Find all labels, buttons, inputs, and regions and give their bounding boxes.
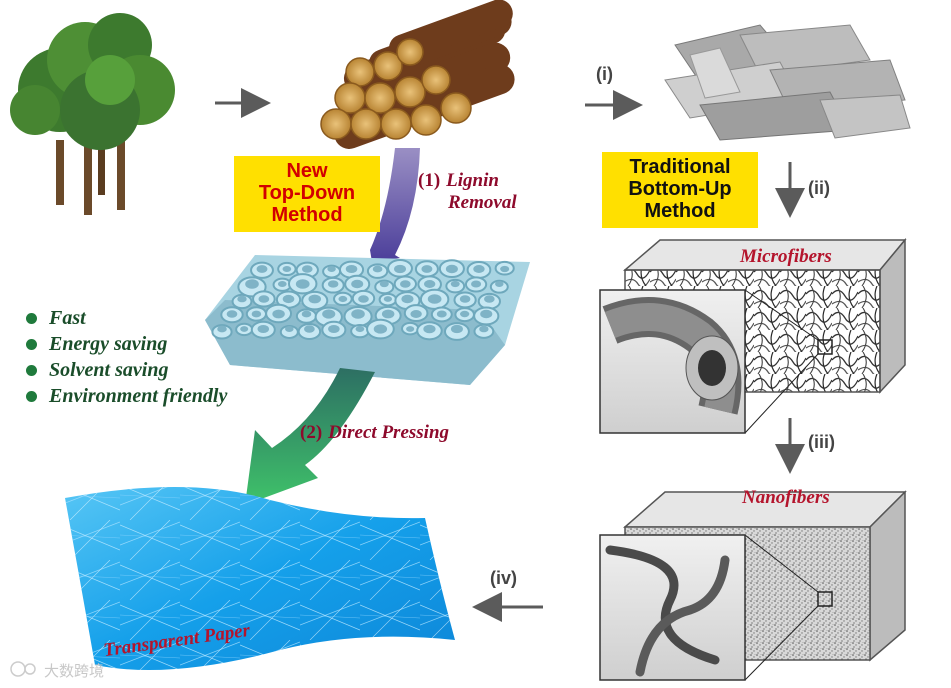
channel-lumen — [346, 265, 358, 273]
channel-lumen — [285, 326, 294, 332]
channel-lumen — [227, 310, 238, 317]
channel-lumen — [328, 325, 340, 333]
channel-lumen — [302, 265, 313, 272]
channel-lumen — [473, 265, 484, 273]
step-lignin-removal: (1) Lignin — [418, 170, 499, 192]
channel-lumen — [500, 266, 509, 272]
channel-lumen — [308, 295, 321, 304]
step-i-label: (i) — [596, 64, 613, 85]
watermark-text: 大数跨境 — [44, 660, 104, 681]
benefit-text: Environment friendly — [49, 383, 227, 409]
channel-lumen — [479, 326, 488, 333]
channel-lumen — [406, 326, 414, 332]
bullet-dot-icon — [26, 365, 37, 376]
channel-lumen — [296, 279, 310, 289]
channel-lumen — [424, 280, 435, 288]
nanofibers-title: Nanofibers — [742, 487, 830, 509]
benefit-text: Energy saving — [49, 331, 167, 357]
step-iv-label: (iv) — [490, 568, 517, 589]
step-1-line-1: Lignin — [446, 170, 499, 191]
channel-lumen — [240, 326, 248, 332]
channel-lumen — [428, 294, 442, 304]
step-1-number: (1) — [418, 170, 440, 191]
channel-lumen — [373, 266, 383, 273]
benefits-list: Fast Energy saving Solvent saving Enviro… — [26, 305, 227, 409]
step-iii-label: (iii) — [808, 432, 835, 453]
channel-lumen — [460, 295, 471, 302]
channel-lumen — [401, 295, 413, 303]
channel-lumen — [380, 281, 389, 287]
channel-lumen — [327, 266, 335, 272]
channel-lumen — [245, 279, 259, 289]
step-ii-label: (ii) — [808, 178, 830, 199]
top-down-line-1: New — [234, 160, 380, 182]
step-2-text: Direct Pressing — [328, 422, 449, 443]
channel-lumen — [400, 280, 411, 287]
channel-lumen — [382, 310, 394, 319]
channel-lumen — [484, 295, 495, 302]
channel-lumen — [302, 311, 312, 318]
channel-lumen — [272, 310, 284, 319]
top-down-line-2: Top-Down — [234, 182, 380, 204]
channel-lumen — [410, 310, 421, 318]
wood-channel-block-icon — [205, 255, 530, 385]
channel-lumen — [258, 325, 270, 333]
channel-lumen — [283, 295, 295, 303]
wood-chips-icon — [665, 25, 910, 140]
channel-lumen — [471, 280, 481, 287]
channel-lumen — [356, 326, 365, 332]
channel-lumen — [384, 296, 392, 302]
benefit-text: Solvent saving — [49, 357, 168, 383]
channel-lumen — [278, 281, 287, 287]
step-direct-pressing: (2) Direct Pressing — [300, 422, 449, 444]
log-stack-icon — [321, 0, 519, 153]
watermark-logo-icon — [11, 662, 35, 676]
bottom-up-line-2: Bottom-Up — [602, 178, 758, 200]
top-down-label: New Top-Down Method — [234, 156, 380, 232]
bullet-dot-icon — [26, 313, 37, 324]
channel-lumen — [322, 309, 335, 318]
benefit-item: Solvent saving — [26, 357, 227, 383]
channel-lumen — [480, 310, 492, 318]
channel-lumen — [446, 265, 458, 273]
channel-lumen — [328, 280, 339, 287]
channel-lumen — [495, 281, 503, 287]
channel-lumen — [252, 311, 262, 318]
benefit-text: Fast — [49, 305, 86, 331]
channel-lumen — [423, 325, 435, 334]
channel-lumen — [351, 280, 363, 288]
bottom-up-line-3: Method — [602, 200, 758, 222]
tree-icon — [10, 13, 175, 215]
benefit-item: Environment friendly — [26, 383, 227, 409]
channel-lumen — [257, 265, 268, 273]
nanofiber-inset — [600, 535, 745, 680]
channel-lumen — [374, 324, 387, 333]
channel-lumen — [451, 325, 463, 333]
bottom-up-label: Traditional Bottom-Up Method — [602, 152, 758, 228]
channel-lumen — [460, 311, 469, 318]
benefit-item: Energy saving — [26, 331, 227, 357]
channel-lumen — [394, 265, 406, 273]
channel-lumen — [421, 265, 432, 273]
channel-lumen — [437, 311, 447, 318]
bottom-up-line-1: Traditional — [602, 156, 758, 178]
step-lignin-removal-2: Removal — [448, 192, 517, 214]
microfiber-inset — [600, 290, 745, 433]
top-down-line-3: Method — [234, 204, 380, 226]
channel-lumen — [451, 281, 460, 287]
bullet-dot-icon — [26, 339, 37, 350]
channel-lumen — [304, 325, 315, 333]
microfibers-title: Microfibers — [740, 246, 832, 268]
channel-lumen — [283, 266, 292, 272]
benefit-item: Fast — [26, 305, 227, 331]
step-1-line-2: Removal — [448, 192, 517, 213]
bullet-dot-icon — [26, 391, 37, 402]
channel-lumen — [338, 296, 347, 302]
step-2-number: (2) — [300, 422, 322, 443]
channel-lumen — [358, 295, 369, 302]
channel-lumen — [258, 295, 269, 303]
channel-lumen — [351, 309, 365, 318]
channel-lumen — [237, 296, 246, 303]
